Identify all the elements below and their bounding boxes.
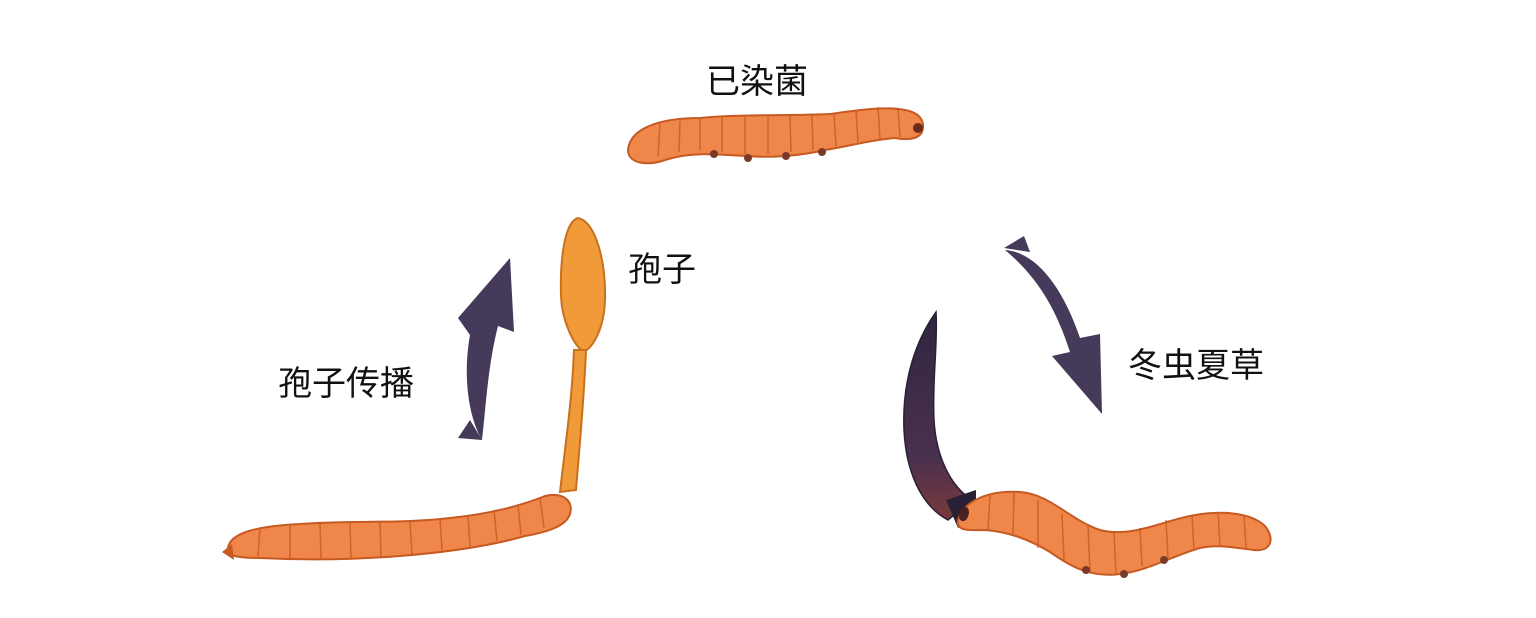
cordyceps-icon [903, 309, 1272, 578]
infected-caterpillar-icon [626, 106, 924, 165]
infected-label: 已染菌 [706, 62, 808, 102]
cordyceps-label: 冬虫夏草 [1128, 346, 1264, 386]
spore-spread-label: 孢子传播 [278, 364, 414, 404]
curved-arrow-down-icon [1004, 236, 1102, 414]
curved-arrow-up-icon [458, 258, 514, 440]
spore-label: 孢子 [628, 250, 696, 290]
caterpillar-with-spore-stalk-icon [222, 216, 607, 561]
